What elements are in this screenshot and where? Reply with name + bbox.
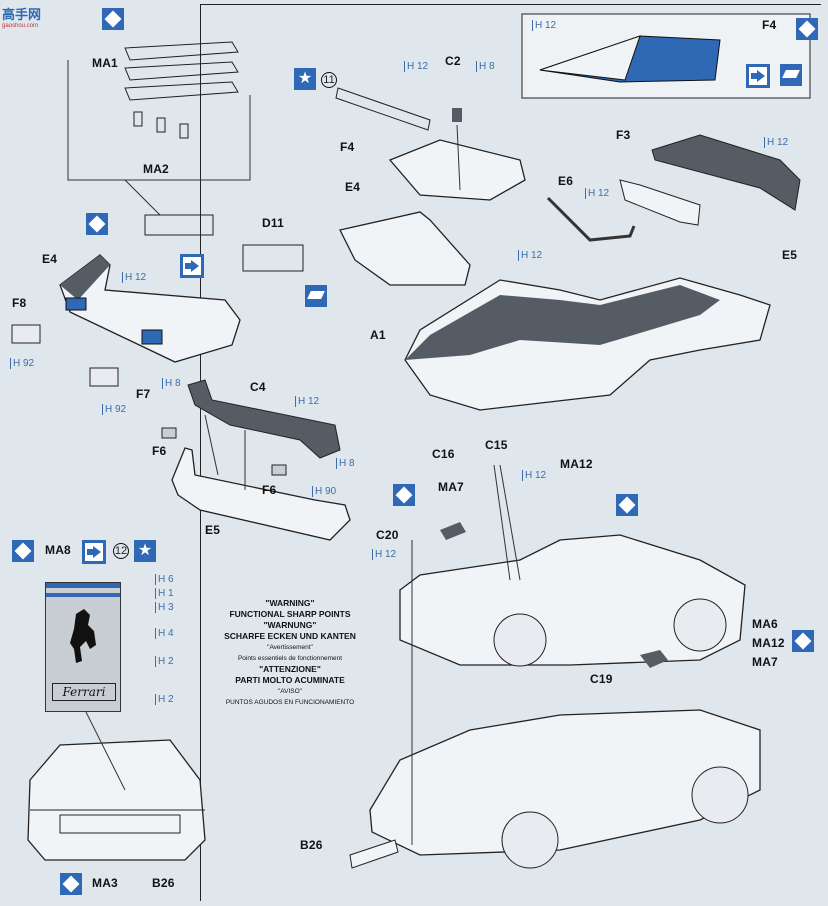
diamond-cement-icon <box>796 18 818 40</box>
label-f6-a: F6 <box>152 444 167 458</box>
label-f7: F7 <box>136 387 151 401</box>
label-ma2: MA2 <box>143 162 169 176</box>
f3-part <box>619 179 701 226</box>
label-a1: A1 <box>370 328 386 342</box>
paint-code: H 92 <box>10 358 34 369</box>
label-f3: F3 <box>616 128 631 142</box>
f4-windscreen-part <box>388 139 526 201</box>
label-c16: C16 <box>432 447 455 461</box>
label-e5-right: E5 <box>782 248 798 262</box>
label-f4-mid: F4 <box>340 140 355 154</box>
arrow-assemble-icon <box>82 540 106 564</box>
f8-light-part <box>11 324 41 344</box>
label-c2: C2 <box>445 54 461 68</box>
paint-code: H 12 <box>532 20 556 31</box>
diamond-cement-icon <box>86 213 108 235</box>
paint-code: H 12 <box>764 137 788 148</box>
glue-icon <box>305 285 327 307</box>
e4-mid-bumper-part <box>339 211 471 286</box>
paint-code: H 8 <box>476 61 495 72</box>
ferrari-logo-text: Ferrari <box>52 683 116 701</box>
label-ma8: MA8 <box>45 543 71 557</box>
label-e4-mid: E4 <box>345 180 361 194</box>
paint-code: H 8 <box>162 378 181 389</box>
label-e5-left: E5 <box>205 523 221 537</box>
diamond-cement-icon <box>102 8 124 30</box>
arrow-assemble-icon <box>180 254 204 278</box>
label-f8: F8 <box>12 296 27 310</box>
label-c19: C19 <box>590 672 613 686</box>
label-d11: D11 <box>262 216 284 230</box>
label-ma3: MA3 <box>92 876 118 890</box>
diamond-cement-icon <box>616 494 638 516</box>
paint-code: H 12 <box>522 470 546 481</box>
star-icon: ★ <box>294 68 316 90</box>
label-ma1: MA1 <box>92 56 118 70</box>
diamond-cement-icon <box>393 484 415 506</box>
paint-code: H 90 <box>312 486 336 497</box>
label-b26-right: B26 <box>300 838 323 852</box>
paint-code: H 6 <box>155 574 174 585</box>
label-ma6: MA6 <box>752 617 778 631</box>
label-ma12-top: MA12 <box>560 457 593 471</box>
chassis-drawing <box>369 709 761 856</box>
prancing-horse-icon <box>70 609 96 663</box>
label-c4: C4 <box>250 380 266 394</box>
paint-code: H 12 <box>372 549 396 560</box>
car-body-drawing <box>399 534 746 666</box>
label-ma7-top: MA7 <box>438 480 464 494</box>
diamond-cement-icon <box>792 630 814 652</box>
paint-code: H 1 <box>155 588 174 599</box>
ma-callout-box <box>67 60 251 181</box>
star-icon: ★ <box>134 540 156 562</box>
grille-part <box>144 214 214 236</box>
paint-code: H 12 <box>585 188 609 199</box>
label-b26-bottom: B26 <box>152 876 175 890</box>
f7-light-part <box>89 367 119 387</box>
diamond-cement-icon <box>12 540 34 562</box>
diamond-cement-icon <box>60 873 82 895</box>
paint-code: H 12 <box>404 61 428 72</box>
e5-spoiler-part <box>651 134 801 211</box>
paint-code: H 3 <box>155 602 174 613</box>
paint-code: H 4 <box>155 628 174 639</box>
step-number-12: 12 <box>113 543 129 559</box>
warning-text-block: "WARNING" FUNCTIONAL SHARP POINTS "WARNU… <box>224 598 356 706</box>
paint-code: H 12 <box>122 272 146 283</box>
ma1-mesh-parts <box>124 41 239 139</box>
glue-icon <box>780 64 802 86</box>
front-view-drawing <box>27 739 206 861</box>
ferrari-badge-decal: Ferrari <box>45 582 121 712</box>
paint-code: H 8 <box>336 458 355 469</box>
label-e4-left: E4 <box>42 252 58 266</box>
d11-grille-part <box>242 244 304 272</box>
label-ma7-right: MA7 <box>752 655 778 669</box>
e5-bumper-part <box>171 447 351 541</box>
label-f4-top: F4 <box>762 18 777 32</box>
label-c20: C20 <box>376 528 399 542</box>
arrow-assemble-icon <box>746 64 770 88</box>
paint-code: H 92 <box>102 404 126 415</box>
label-f6-b: F6 <box>262 483 277 497</box>
paint-code: H 12 <box>295 396 319 407</box>
e6-part <box>546 196 636 242</box>
c4-part <box>187 379 341 459</box>
step-number-11: 11 <box>321 72 337 88</box>
paint-code: H 2 <box>155 694 174 705</box>
paint-code: H 2 <box>155 656 174 667</box>
label-ma12-right: MA12 <box>752 636 785 650</box>
paint-code: H 12 <box>518 250 542 261</box>
label-e6: E6 <box>558 174 574 188</box>
label-c15: C15 <box>485 438 508 452</box>
assembly-frame <box>200 4 821 901</box>
